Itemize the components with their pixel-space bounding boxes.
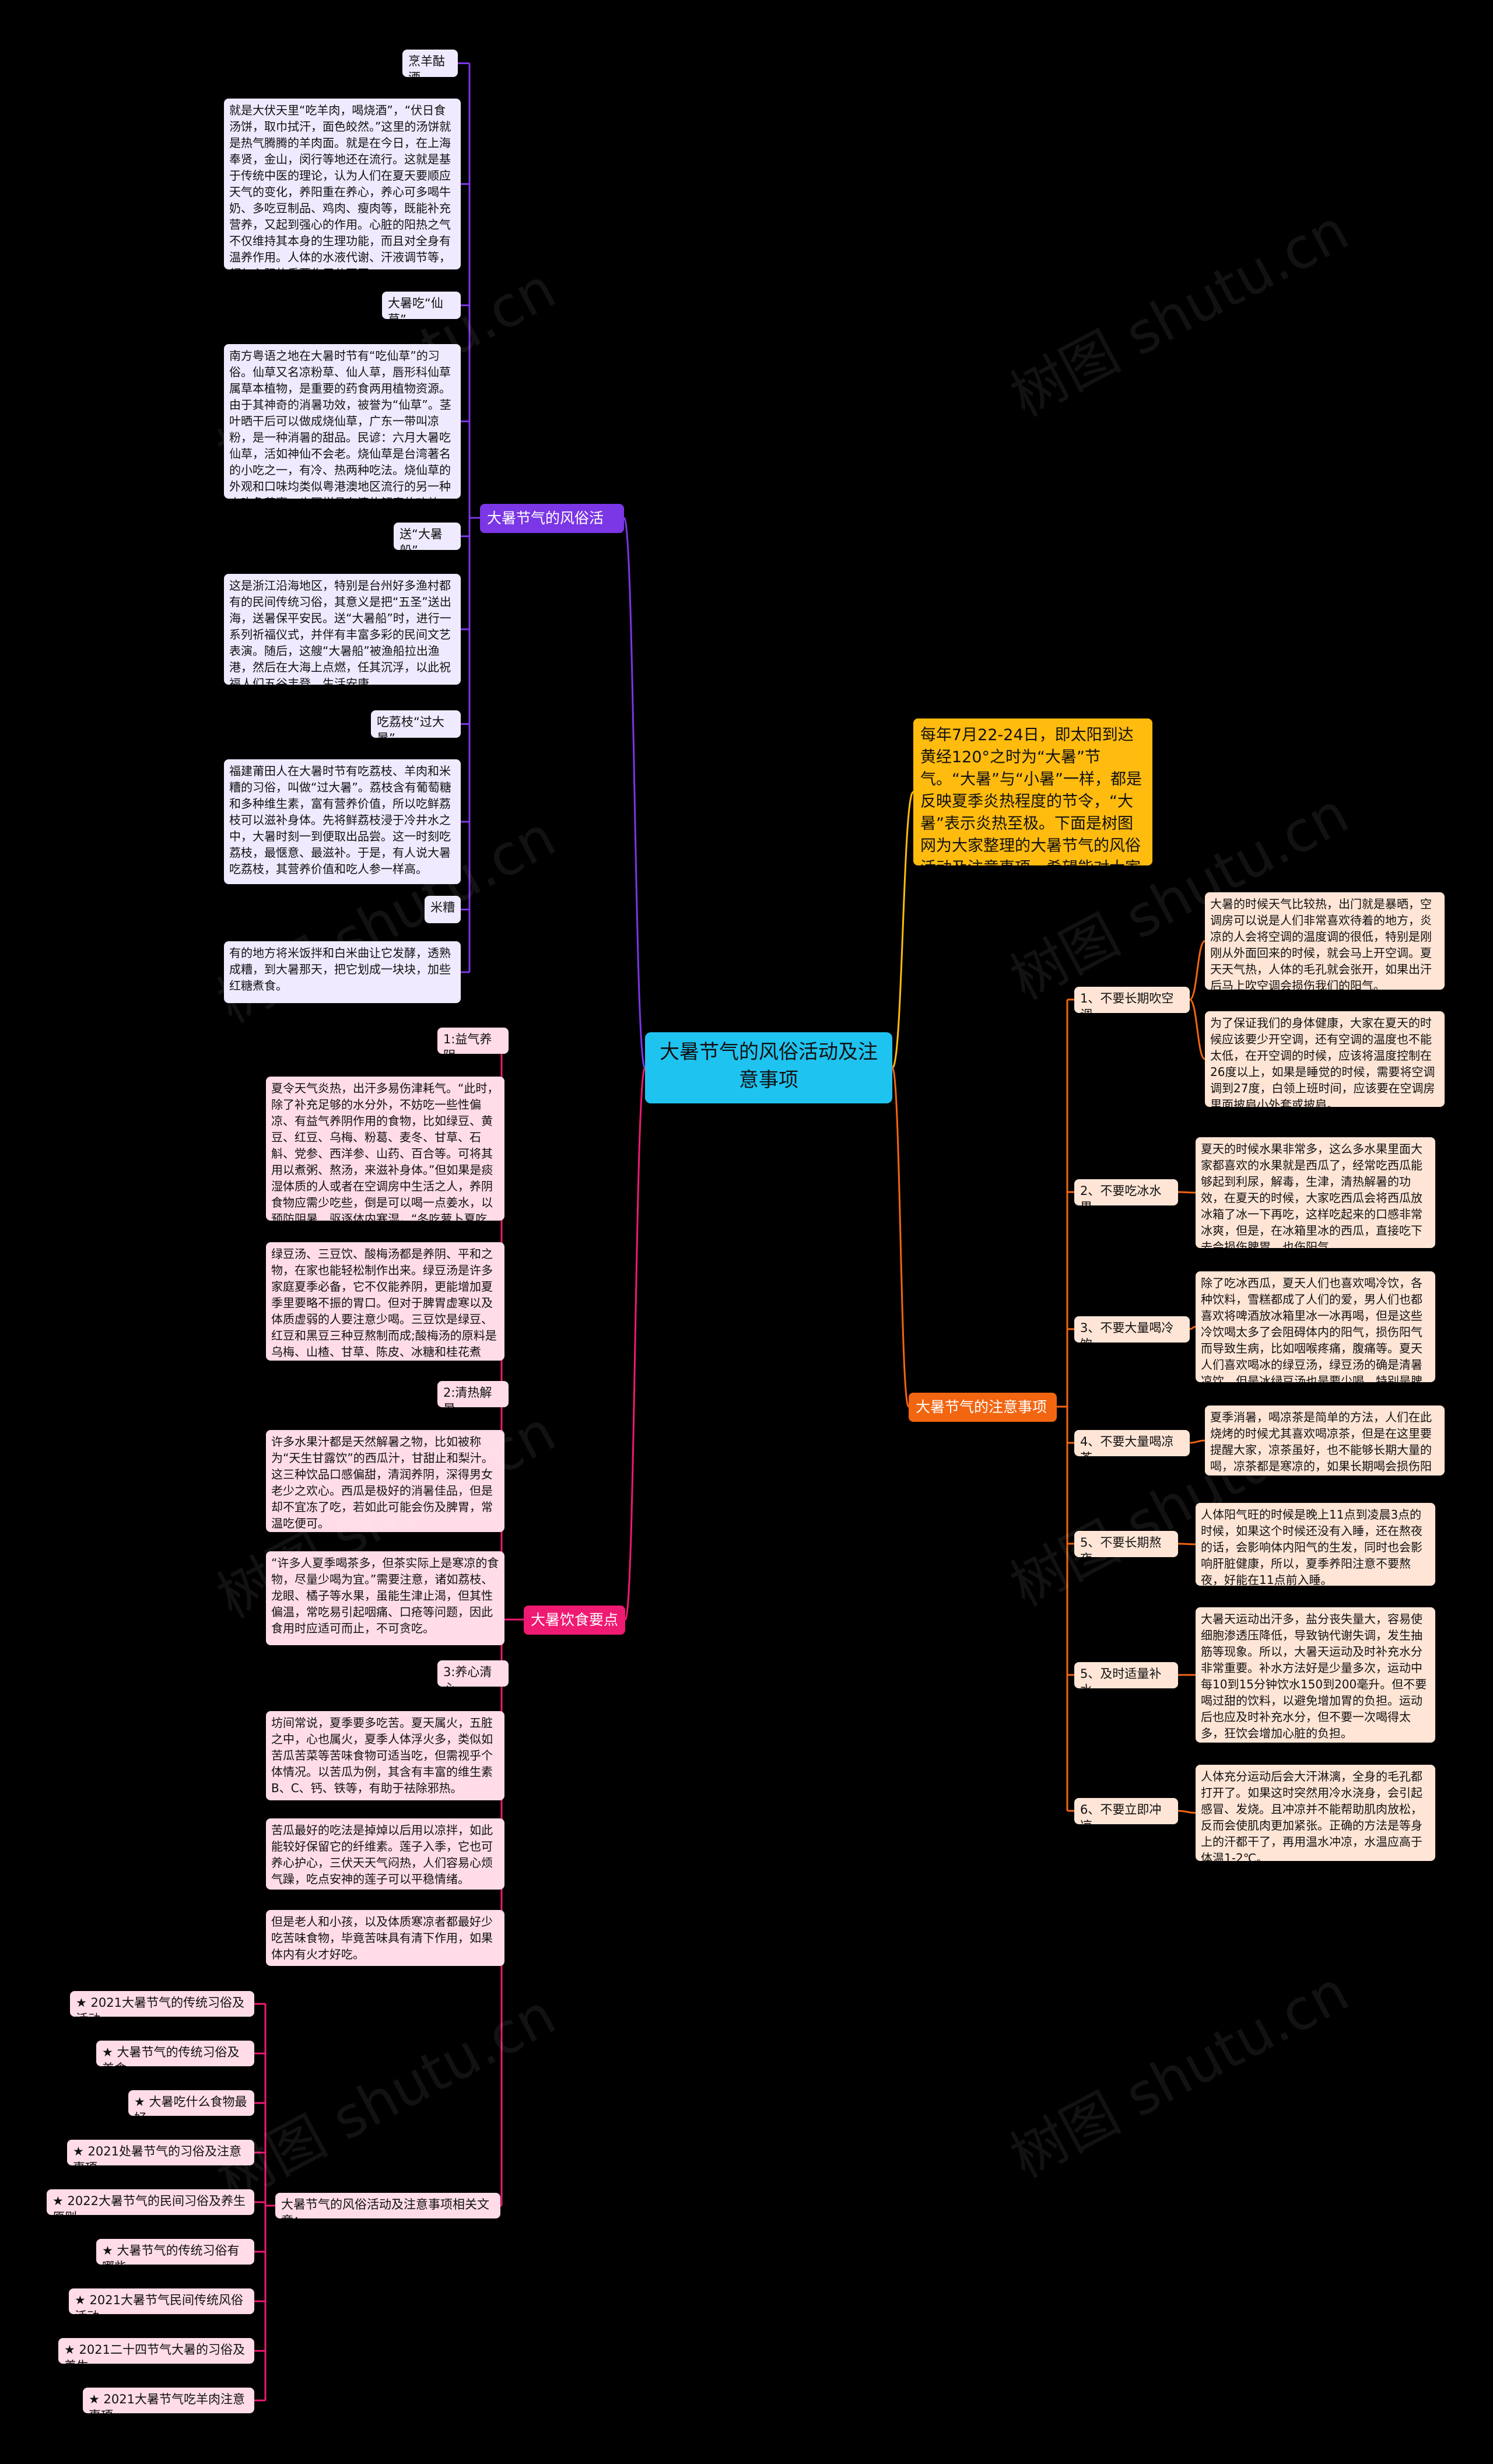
related-article-link[interactable]: ★ 大暑节气的传统习俗有哪些 xyxy=(96,2239,254,2265)
related-article-link[interactable]: ★ 2021大暑节气的传统习俗及活动 xyxy=(70,1991,254,2017)
related-article-link[interactable]: ★ 2021二十四节气大暑的习俗及养生 xyxy=(58,2338,254,2364)
note-topic-label[interactable]: 5、及时适量补水 xyxy=(1074,1662,1178,1688)
diet-topic-text[interactable]: 但是老人和小孩，以及体质寒凉者都最好少吃苦味食物，毕竟苦味具有清下作用，如果体内… xyxy=(266,1910,504,1966)
custom-topic-label[interactable]: 米糟 xyxy=(425,896,461,923)
diet-topic-label[interactable]: 1:益气养阴 xyxy=(437,1028,509,1054)
customs-branch-line xyxy=(623,517,646,1069)
diet-topic-text[interactable]: “许多人夏季喝茶多，但茶实际上是寒凉的食物，尽量少喝为宜。”需要注意，诸如荔枝、… xyxy=(266,1551,504,1645)
related-article-link[interactable]: ★ 大暑节气的传统习俗及美食 xyxy=(96,2041,254,2066)
diet-topic-text[interactable]: 许多水果汁都是天然解暑之物，比如被称为“天生甘露饮”的西瓜汁，甘甜止和梨汁。这三… xyxy=(266,1430,504,1532)
note-topic-label[interactable]: 5、不要长期熬夜 xyxy=(1074,1531,1178,1557)
branch-customs[interactable]: 大暑节气的风俗活动 xyxy=(480,504,624,533)
related-article-link[interactable]: ★ 2021大暑节气民间传统风俗活动 xyxy=(69,2288,254,2314)
note-topic-text[interactable]: 人体充分运动后会大汗淋漓，全身的毛孔都打开了。如果这时突然用冷水浇身，会引起感冒… xyxy=(1196,1765,1435,1861)
note-topic-label[interactable]: 3、不要大量喝冷饮 xyxy=(1074,1316,1190,1343)
note-detail-line xyxy=(1189,940,1205,1001)
custom-topic-text[interactable]: 就是大伏天里“吃羊肉，喝烧酒”，“伏日食汤饼，取巾拭汗，面色皎然。”这里的汤饼就… xyxy=(224,99,461,269)
notes-branch-line xyxy=(891,1067,910,1408)
custom-topic-text[interactable]: 有的地方将米饭拌和白米曲让它发酵，透熟成糟，到大暑那天，把它划成一块块，加些红糖… xyxy=(224,941,461,1003)
custom-topic-label[interactable]: 烹羊酤酒 xyxy=(402,50,458,77)
diet-branch-line xyxy=(624,1067,646,1621)
note-topic-text[interactable]: 为了保证我们的身体健康，大家在夏天的时候应该要少开空调，还有空调的温度也不能太低… xyxy=(1205,1011,1445,1107)
note-topic-text[interactable]: 人体阳气旺的时候是晚上11点到凌晨3点的时候，如果这个时候还没有入睡，还在熬夜的… xyxy=(1196,1503,1435,1586)
note-detail-line xyxy=(1177,1191,1196,1194)
note-detail-line xyxy=(1177,1810,1196,1814)
intro-branch-line xyxy=(891,791,914,1069)
note-topic-label[interactable]: 2、不要吃冰水果 xyxy=(1074,1179,1178,1205)
note-topic-text[interactable]: 夏天的时候水果非常多，这么多水果里面大家都喜欢的水果就是西瓜了，经常吃西瓜能够起… xyxy=(1196,1137,1435,1248)
custom-topic-text[interactable]: 这是浙江沿海地区，特别是台州好多渔村都有的民间传统习俗，其意义是把“五圣”送出海… xyxy=(224,574,461,685)
note-topic-label[interactable]: 1、不要长期吹空调 xyxy=(1074,987,1190,1013)
related-article-link[interactable]: ★ 2021处暑节气的习俗及注意事项 xyxy=(67,2140,254,2165)
related-article-link[interactable]: ★ 2021大暑节气吃羊肉注意事项 xyxy=(83,2388,254,2413)
note-detail-line xyxy=(1189,1326,1196,1330)
related-article-link[interactable]: ★ 2022大暑节气的民间习俗及养生原则 xyxy=(47,2189,254,2215)
custom-topic-label[interactable]: 大暑吃“仙草” xyxy=(382,292,461,319)
diet-topic-text[interactable]: 夏令天气炎热，出汗多易伤津耗气。“此时，除了补充足够的水分外，不妨吃一些性偏凉、… xyxy=(266,1077,504,1221)
note-detail-line xyxy=(1189,1439,1205,1444)
branch-notes[interactable]: 大暑节气的注意事项 xyxy=(909,1393,1057,1422)
custom-topic-text[interactable]: 福建莆田人在大暑时节有吃荔枝、羊肉和米糟的习俗，叫做“过大暑”。荔枝含有葡萄糖和… xyxy=(224,759,461,884)
note-topic-text[interactable]: 大暑的时候天气比较热，出门就是暴晒，空调房可以说是人们非常喜欢待着的地方，炎凉的… xyxy=(1205,892,1445,990)
central-topic[interactable]: 大暑节气的风俗活动及注意事项 xyxy=(645,1032,892,1103)
diet-topic-label[interactable]: 大暑节气的风俗活动及注意事项相关文章： xyxy=(275,2193,500,2218)
note-topic-text[interactable]: 大暑天运动出汗多，盐分丧失量大，容易使细胞渗透压降低，导致钠代谢失调，发生抽筋等… xyxy=(1196,1607,1435,1743)
custom-topic-text[interactable]: 南方粤语之地在大暑时节有“吃仙草”的习俗。仙草又名凉粉草、仙人草，唇形科仙草属草… xyxy=(224,344,461,499)
note-topic-text[interactable]: 除了吃冰西瓜，夏天人们也喜欢喝冷饮，各种饮料，雪糕都成了人们的爱，男人们也都喜欢… xyxy=(1196,1271,1435,1382)
related-article-link[interactable]: ★ 大暑吃什么食物最好 xyxy=(128,2090,254,2116)
note-topic-text[interactable]: 夏季消暑，喝凉茶是简单的方法，人们在此烧烤的时候尤其喜欢喝凉茶，但是在这里要提醒… xyxy=(1205,1406,1445,1475)
diet-topic-text[interactable]: 绿豆汤、三豆饮、酸梅汤都是养阴、平和之物，在家也能轻松制作出来。绿豆汤是许多家庭… xyxy=(266,1242,504,1361)
note-topic-label[interactable]: 6、不要立即冲凉 xyxy=(1074,1798,1178,1824)
diet-topic-label[interactable]: 2:清热解暑 xyxy=(437,1381,509,1407)
note-topic-label[interactable]: 4、不要大量喝凉茶 xyxy=(1074,1430,1190,1456)
diet-topic-text[interactable]: 苦瓜最好的吃法是掉焯以后用以凉拌，如此能较好保留它的纤维素。莲子入季，它也可养心… xyxy=(266,1818,504,1890)
branch-diet[interactable]: 大暑饮食要点 xyxy=(524,1606,625,1635)
diet-topic-label[interactable]: 3:养心清心 xyxy=(437,1660,509,1687)
custom-topic-label[interactable]: 送“大暑船” xyxy=(394,523,461,550)
custom-topic-label[interactable]: 吃荔枝“过大暑” xyxy=(371,710,461,738)
diet-topic-text[interactable]: 坊间常说，夏季要多吃苦。夏天属火，五脏之中，心也属火，夏季人体浮火多，类似如苦瓜… xyxy=(266,1711,504,1800)
intro-summary[interactable]: 每年7月22-24日，即太阳到达黄经120°之时为“大暑”节气。“大暑”与“小暑… xyxy=(913,718,1152,865)
note-detail-line xyxy=(1189,998,1205,1060)
